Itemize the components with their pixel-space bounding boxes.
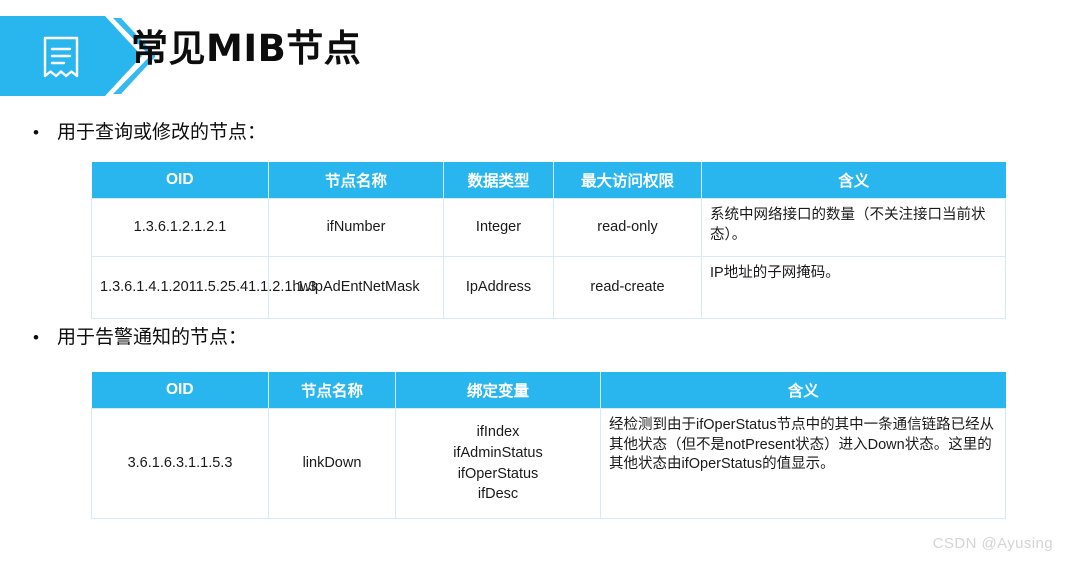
th-query-node-name: 节点名称 (268, 162, 444, 199)
cell-trap-bindings-1: ifIndex ifAdminStatus ifOperStatus ifDes… (395, 408, 601, 519)
th-trap-bindings: 绑定变量 (395, 372, 601, 409)
cell-query-data-type-2: IpAddress (443, 256, 554, 319)
cell-query-node-name-2: hwIpAdEntNetMask (268, 256, 444, 319)
section-label-trap: • 用于告警通知的节点： (33, 322, 247, 349)
cell-query-meaning-2: IP地址的子网掩码。 (701, 256, 1006, 319)
th-query-meaning: 含义 (701, 162, 1006, 199)
section-label-query: • 用于查询或修改的节点： (33, 117, 266, 144)
th-trap-node-name: 节点名称 (268, 372, 396, 409)
page-title: 常见MIB节点 (131, 27, 362, 70)
cell-query-node-name-1: ifNumber (268, 198, 444, 257)
table-row: 3.6.1.6.3.1.1.5.3 linkDown ifIndex ifAdm… (91, 408, 1006, 519)
page-header: 常见MIB节点 (0, 16, 1069, 96)
th-query-data-type: 数据类型 (443, 162, 554, 199)
cell-query-oid-1: 1.3.6.1.2.1.2.1 (91, 198, 269, 257)
th-trap-meaning: 含义 (600, 372, 1006, 409)
cell-query-data-type-1: Integer (443, 198, 554, 257)
section-label-trap-text: 用于告警通知的节点： (57, 327, 248, 348)
bullet-marker-query: • (33, 123, 39, 142)
document-list-icon (43, 36, 79, 78)
table-trap-header-row: OID 节点名称 绑定变量 含义 (91, 372, 1006, 409)
table-query-header-row: OID 节点名称 数据类型 最大访问权限 含义 (91, 162, 1006, 199)
th-trap-oid: OID (91, 372, 269, 409)
table-trap-nodes: OID 节点名称 绑定变量 含义 3.6.1.6.3.1.1.5.3 linkD… (91, 372, 1006, 519)
cell-query-max-access-1: read-only (553, 198, 702, 257)
table-row: 1.3.6.1.4.1.2011.5.25.41.1.2.1.1.3 hwIpA… (91, 256, 1006, 319)
th-query-max-access: 最大访问权限 (553, 162, 702, 199)
section-label-query-text: 用于查询或修改的节点： (57, 122, 267, 143)
bullet-marker-trap: • (33, 328, 39, 347)
cell-query-max-access-2: read-create (553, 256, 702, 319)
table-query-nodes: OID 节点名称 数据类型 最大访问权限 含义 1.3.6.1.2.1.2.1 … (91, 162, 1006, 319)
cell-trap-node-name-1: linkDown (268, 408, 396, 519)
cell-trap-oid-1: 3.6.1.6.3.1.1.5.3 (91, 408, 269, 519)
th-query-oid: OID (91, 162, 269, 199)
watermark: CSDN @Ayusing (932, 535, 1053, 552)
cell-query-meaning-1: 系统中网络接口的数量（不关注接口当前状态）。 (701, 198, 1006, 257)
cell-query-oid-2: 1.3.6.1.4.1.2011.5.25.41.1.2.1.1.3 (91, 256, 317, 319)
table-row: 1.3.6.1.2.1.2.1 ifNumber Integer read-on… (91, 198, 1006, 257)
cell-trap-meaning-1: 经检测到由于ifOperStatus节点中的其中一条通信链路已经从其他状态（但不… (600, 408, 1006, 519)
